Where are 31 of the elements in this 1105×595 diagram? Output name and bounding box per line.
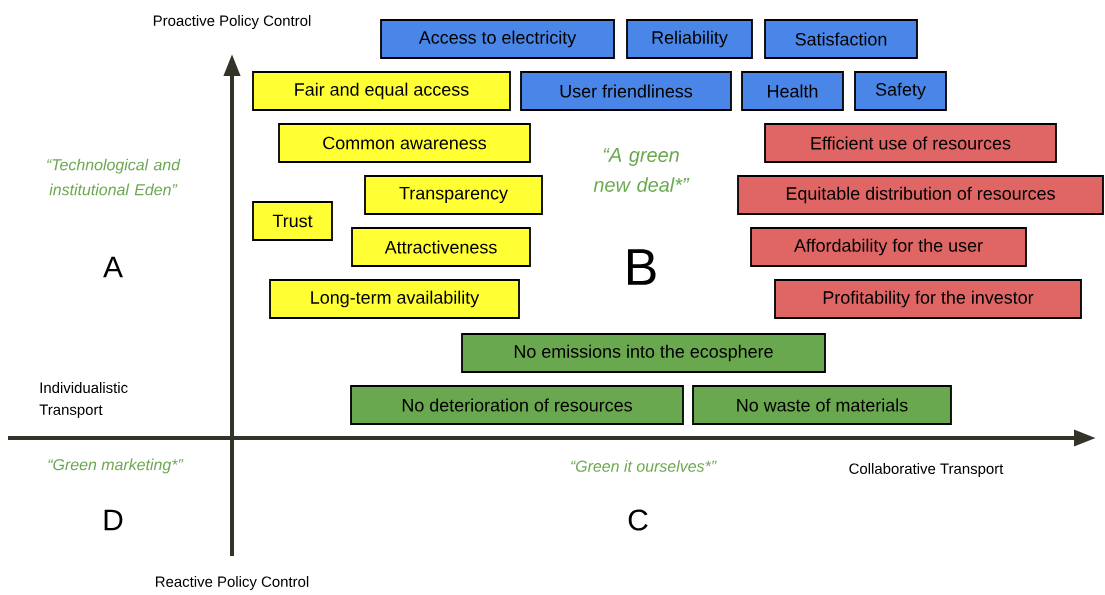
quality-box: Trust bbox=[252, 201, 333, 241]
quality-box: Transparency bbox=[364, 175, 543, 215]
quality-box: Profitability for the investor bbox=[774, 279, 1082, 319]
quadrant-quote: “A green new deal*” bbox=[593, 148, 690, 192]
quality-box: Affordability for the user bbox=[750, 227, 1027, 267]
quadrant-letter: A bbox=[103, 256, 123, 278]
quality-box: No emissions into the ecosphere bbox=[461, 333, 826, 373]
quadrant-letter: B bbox=[628, 249, 656, 285]
quadrant-quote: “Green marketing*” bbox=[48, 458, 184, 474]
quality-box: User friendliness bbox=[520, 71, 732, 111]
axis-label: Reactive Policy Control bbox=[156, 576, 309, 590]
quadrant-quote: “Green it ourselves*” bbox=[571, 460, 717, 472]
quadrant-letter: C bbox=[628, 509, 648, 531]
quality-box: No deterioration of resources bbox=[350, 385, 684, 425]
axis-label: Collaborative Transport bbox=[849, 463, 1004, 477]
quality-box: Common awareness bbox=[278, 123, 531, 163]
quality-box: Attractiveness bbox=[351, 227, 531, 267]
axis-label: Proactive Policy Control bbox=[153, 15, 311, 29]
quality-box: Efficient use of resources bbox=[764, 123, 1057, 163]
quality-box: Reliability bbox=[626, 19, 753, 59]
quality-box: Satisfaction bbox=[764, 19, 918, 59]
quality-box: Equitable distribution of resources bbox=[737, 175, 1104, 215]
quality-box: Fair and equal access bbox=[252, 71, 511, 111]
quality-box: Access to electricity bbox=[380, 19, 615, 59]
quality-box: Health bbox=[741, 71, 844, 111]
quality-box: Long-term availability bbox=[269, 279, 520, 319]
quality-box: No waste of materials bbox=[692, 385, 952, 425]
axis-label: Individualistic Transport bbox=[39, 382, 128, 418]
quality-box: Safety bbox=[854, 71, 947, 111]
quadrant-quote: “Technological and institutional Eden” bbox=[47, 158, 181, 196]
quadrant-letter: D bbox=[104, 509, 123, 531]
